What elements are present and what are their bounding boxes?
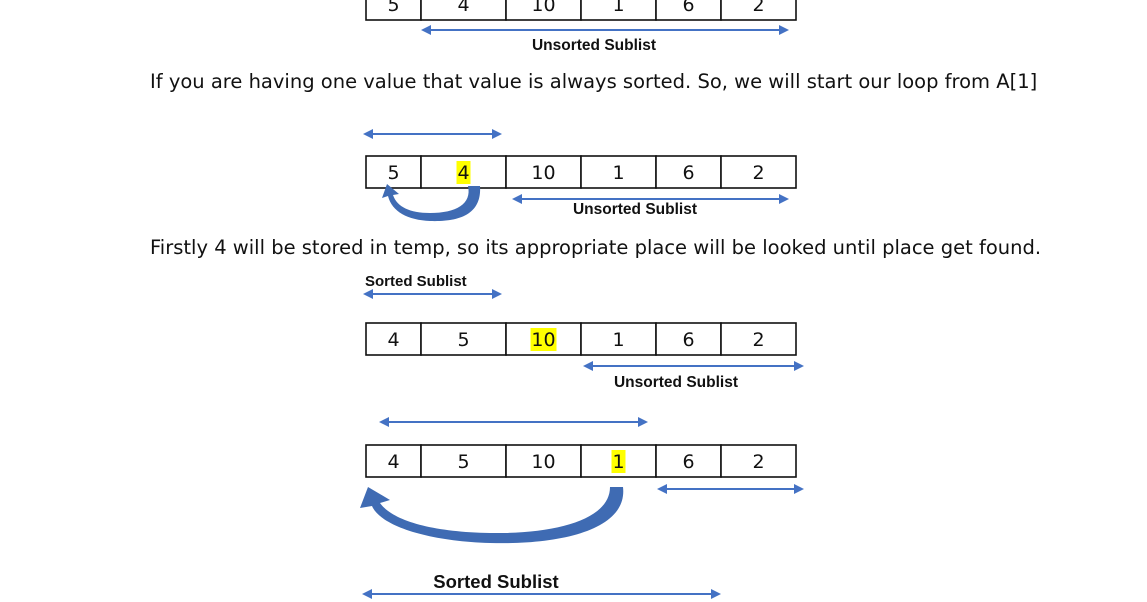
curved-arrow-swap-icon bbox=[382, 184, 481, 222]
array-cell: 2 bbox=[720, 322, 797, 356]
array-cell-value: 10 bbox=[531, 162, 555, 184]
array-cell-value: 1 bbox=[612, 0, 624, 16]
array-cell: 5 bbox=[420, 322, 507, 356]
array-cell-value: 4 bbox=[457, 162, 469, 184]
array-cell-box bbox=[505, 444, 582, 478]
array-cell: 2 bbox=[720, 444, 797, 478]
array-cell-value: 5 bbox=[457, 451, 469, 473]
array-cell-value: 5 bbox=[387, 0, 399, 16]
array-cell: 6 bbox=[655, 155, 722, 189]
array-cell-value: 10 bbox=[531, 451, 555, 473]
array-cell: 1 bbox=[580, 444, 657, 478]
array-cell-box bbox=[420, 322, 507, 356]
array-cell-value: 2 bbox=[752, 162, 764, 184]
array-cell: 10 bbox=[505, 322, 582, 356]
array-cell: 10 bbox=[505, 444, 582, 478]
array-cell-value: 1 bbox=[612, 451, 624, 473]
curved-arrow-insert-icon bbox=[360, 487, 624, 544]
array-cell: 4 bbox=[365, 444, 422, 478]
array-cell-value: 1 bbox=[612, 162, 624, 184]
paragraph-one-value-sorted: If you are having one value that value i… bbox=[150, 70, 1037, 93]
array-cell: 2 bbox=[720, 0, 797, 21]
array-cell-box bbox=[505, 155, 582, 189]
array-cell-box bbox=[720, 444, 797, 478]
array-cell: 5 bbox=[365, 0, 422, 21]
array-cell-value: 4 bbox=[387, 329, 399, 351]
paragraph-temp-storage: Firstly 4 will be stored in temp, so its… bbox=[150, 236, 1041, 259]
array-cell-box bbox=[580, 155, 657, 189]
unsorted-sublist-label: Unsorted Sublist bbox=[573, 201, 697, 218]
highlight-marker bbox=[530, 328, 557, 351]
array-cell-box bbox=[720, 322, 797, 356]
array-cell-value: 1 bbox=[612, 329, 624, 351]
array-cell-box bbox=[655, 155, 722, 189]
array-cell: 5 bbox=[365, 155, 422, 189]
array-cell-value: 6 bbox=[682, 162, 694, 184]
array-cell: 6 bbox=[655, 444, 722, 478]
array-cell-value: 6 bbox=[682, 0, 694, 16]
unsorted-sublist-label: Unsorted Sublist bbox=[532, 37, 656, 54]
array-cell-value: 4 bbox=[387, 451, 399, 473]
array-cell-value: 5 bbox=[387, 162, 399, 184]
array-cell: 4 bbox=[365, 322, 422, 356]
array-cell-box bbox=[720, 0, 797, 21]
array-row-step-3: 4 5 10 1 6 2 bbox=[365, 444, 797, 478]
array-cell-box bbox=[580, 322, 657, 356]
array-cell-box bbox=[655, 444, 722, 478]
array-cell: 4 bbox=[420, 0, 507, 21]
array-cell: 1 bbox=[580, 0, 657, 21]
array-cell: 1 bbox=[580, 322, 657, 356]
unsorted-sublist-label: Unsorted Sublist bbox=[614, 374, 738, 391]
array-cell: 5 bbox=[420, 444, 507, 478]
array-cell-value: 2 bbox=[752, 329, 764, 351]
array-cell-value: 2 bbox=[752, 451, 764, 473]
array-cell-value: 2 bbox=[752, 0, 764, 16]
array-cell-value: 6 bbox=[682, 451, 694, 473]
array-cell-value: 6 bbox=[682, 329, 694, 351]
array-cell: 2 bbox=[720, 155, 797, 189]
array-cell-box bbox=[365, 322, 422, 356]
array-cell-box bbox=[720, 155, 797, 189]
array-row-step-2: 4 5 10 1 6 2 bbox=[365, 322, 797, 356]
array-cell: 1 bbox=[580, 155, 657, 189]
array-cell: 10 bbox=[505, 0, 582, 21]
highlight-marker bbox=[611, 450, 626, 473]
array-cell-box bbox=[365, 444, 422, 478]
array-cell-value: 5 bbox=[457, 329, 469, 351]
array-cell-value: 10 bbox=[531, 0, 555, 16]
array-cell-value: 4 bbox=[457, 0, 469, 16]
array-cell-box bbox=[420, 444, 507, 478]
sorted-sublist-label: Sorted Sublist bbox=[365, 273, 467, 290]
array-cell: 6 bbox=[655, 322, 722, 356]
array-cell: 4 bbox=[420, 155, 507, 189]
sorted-sublist-label: Sorted Sublist bbox=[433, 571, 558, 592]
array-cell: 6 bbox=[655, 0, 722, 21]
array-cell-value: 10 bbox=[531, 329, 555, 351]
highlight-marker bbox=[456, 161, 471, 184]
array-cell: 10 bbox=[505, 155, 582, 189]
